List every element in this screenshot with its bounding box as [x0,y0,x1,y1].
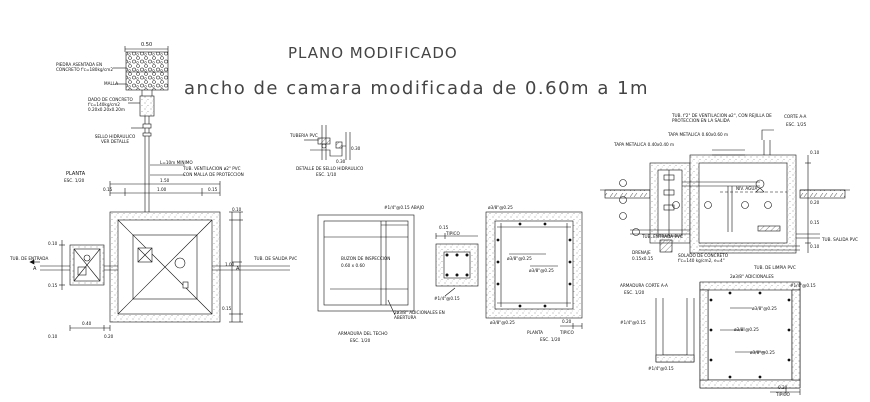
con-malla-label: CON MALLA DE PROTECCION [183,172,244,177]
techo-rebar-top: #1/4"@0.15 ABAJO [384,205,425,210]
dim-0: 0.15 [103,187,113,192]
corte-tub-salida: TUB. SALIDA PVC [822,237,858,242]
corte-tub-entrada: TUB. ENTRADA PVC [642,234,683,239]
dim-8: 0.20 [104,334,114,339]
corte-dim-2: 0.15 [810,220,820,225]
armadura-dim: 0.20 [778,385,788,390]
planta-armadura [485,211,583,329]
dim-9: 0.10 [232,207,242,212]
piedra-label: PIEDRA ASENTADA EN CONCRETO f'c=180kg/cm… [56,62,113,72]
malla-label: MALLA [104,81,119,86]
planta-esc-label: ESC. 1/20 [64,178,85,183]
planta-rebar-top: ø3/8"@0.25 [488,205,513,210]
dim-10: 1.00 [225,262,235,267]
corte-tub-ventilacion: TUB. f'2" DE VENTILACION ø2", CON REJILL… [672,113,772,123]
planta-dim: 0.20 [562,319,572,324]
planta-rebar-mid2: ø3/8"@0.25 [529,268,554,273]
armadura-rebar-2: #1/4"@0.15 [620,320,646,325]
armadura-rebar-3: ø3/8"@0.25 [752,306,777,311]
detalle-sello-esc: ESC. 1/10 [316,172,337,177]
corte-tub-limpia: TUB. DE LIMPIA PVC [754,265,796,270]
dim-11: 0.15 [222,306,232,311]
armadura-rebar-6: ø3/8"@0.25 [750,350,775,355]
corte-dim-3: 0.10 [810,244,820,249]
dim-top-label: 0.50 [141,42,153,48]
corte-drenaje-dim: 0.15x0.15 [632,256,654,261]
corte-tapa-metalica: TAPA METALICA 0.60x0.60 m [668,132,729,137]
planta-tipico: TIPICO [560,330,574,335]
detalle-sello-title: DETALLE DE SELLO HIDRAULICO [296,166,364,171]
tub-salida-label: TUB. DE SALIDA PVC [254,256,298,261]
small-plan-tipico: TIPICO [446,231,460,236]
planta-esc: ESC. 1/20 [540,337,561,342]
small-plan-dim: 0.15 [439,225,449,230]
corte-solado: SOLADO DE CONCRETO f'c=140 kg/cm2, e=4" [678,253,728,263]
tuberia-label: TUBERIA PVC [290,133,318,138]
corte-dim-0: 0.10 [810,150,820,155]
dim-2: 1.00 [157,187,167,192]
dado-label: DADO DE CONCRETO f'c=140kg/cm2 0.20x0.20… [88,97,133,112]
corte-aa [600,129,850,254]
armadura-rebar-1: #1/4"@0.15 [790,283,816,288]
corte-tapa-small: TAPA METALICA 0.40x0.40 m [614,142,675,147]
techo-adicionales: 2ø3/8" ADICIONALES EN ABERTURA [394,310,445,320]
planta-title: PLANTA [527,330,544,335]
tub-ventilacion-label: TUB. VENTILACION ø2" PVC [183,166,241,171]
dim-4: 0.10 [48,241,58,246]
sello-label: SELLO HIDRAULICO VER DETALLE [94,134,136,144]
armadura-corte-title: ARMADURA CORTE A-A [620,283,668,288]
armadura-tipico: TIPICO [776,392,790,397]
left-drawing [29,46,290,331]
corte-title: CORTE A-A [784,114,807,119]
corte-niv-agua: NIV. AGUA [736,186,758,191]
small-plan [435,233,479,297]
small-plan-rebar: #1/4"@0.15 [434,296,460,301]
armadura-adicionales: 2ø3/8" ADICIONALES [730,274,774,279]
dim-6: 0.40 [82,321,92,326]
dim-7: 0.10 [48,334,58,339]
buzon-dim-label: 0.60 x 0.60 [341,263,365,268]
armadura-rebar-5: #1/4"@0.15 [648,366,674,371]
armadura-corte-esc: ESC. 1/20 [624,290,645,295]
tub-entrada-label: TUB. DE ENTRADA [10,256,49,261]
plan-subtitle: ancho de camara modificada de 0.60m a 1m [184,78,650,99]
plan-title: PLANO MODIFICADO [288,44,458,62]
planta-label: PLANTA [66,171,86,177]
section-a-right: A [236,266,240,272]
section-a-left: A [33,266,37,272]
techo-esc: ESC. 1/20 [350,338,371,343]
techo-drawing [317,214,415,316]
sello-dim-2: 0.30 [336,159,346,164]
dim-5: 0.15 [48,283,58,288]
planta-rebar-mid1: ø3/8"@0.25 [507,256,532,261]
l-min-label: L=10m MINIMO [160,160,193,165]
armadura-rebar-4: ø3/8"@0.25 [734,327,759,332]
corte-drenaje: DRENAJE [632,250,651,255]
techo-title: ARMADURA DEL TECHO [338,331,388,336]
buzon-label: BUZON DE INSPECCION [341,256,391,261]
corte-dim-1: 0.20 [810,200,820,205]
detalle-sello [304,125,351,160]
dim-3: 0.15 [208,187,218,192]
armadura-corte [655,281,801,395]
dim-1: 1.50 [160,178,170,183]
corte-esc: ESC. 1/25 [786,122,807,127]
sello-dim-1: 0.30 [351,146,361,151]
planta-rebar-bot: ø3/8"@0.25 [490,320,515,325]
